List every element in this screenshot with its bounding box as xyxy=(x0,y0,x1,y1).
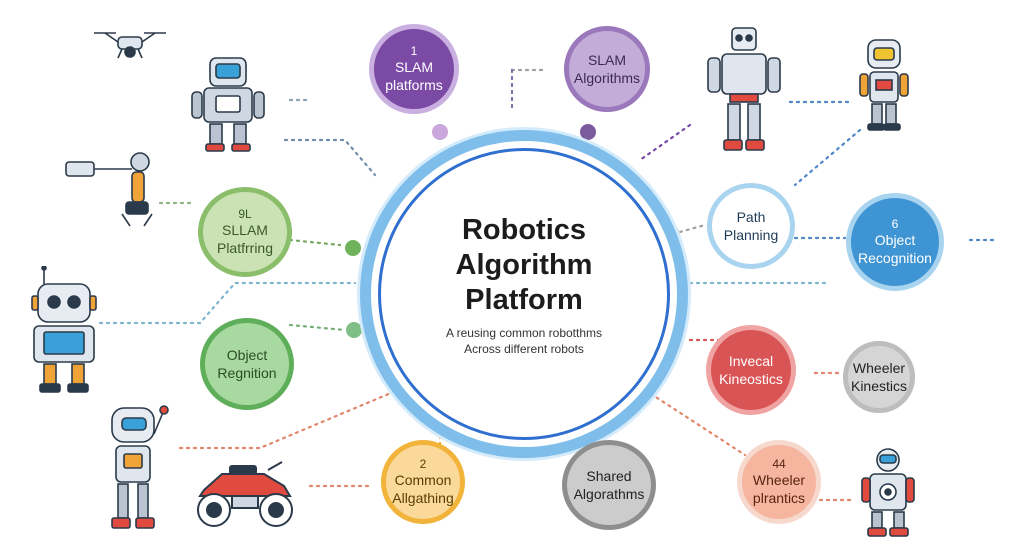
hub-inner-ring xyxy=(378,148,670,440)
node-label-line: Recognition xyxy=(858,250,932,266)
connector xyxy=(288,323,347,332)
node-label-line: Algorithms xyxy=(573,70,641,86)
atv-vehicle-icon xyxy=(197,461,293,527)
node-label-line: plrantics xyxy=(752,490,806,506)
hub-subtitle: A reusing common robotthms Across differ… xyxy=(411,325,637,357)
hub-title-line: Platform xyxy=(465,284,583,316)
central-hub: Robotics Algorithm Platform A reusing co… xyxy=(360,130,688,458)
antenna-robot-icon xyxy=(31,266,97,393)
connector xyxy=(288,238,342,247)
connector xyxy=(98,281,357,325)
connector xyxy=(678,223,707,234)
connector xyxy=(643,388,747,457)
node-label-line: Planning xyxy=(723,227,779,243)
node-label-line: Shared xyxy=(586,468,632,484)
node-label-line: Algorathms xyxy=(573,486,645,502)
small-head-robot-icon xyxy=(859,39,909,131)
node-label-line: SLAM xyxy=(394,59,434,75)
industrial-arm-icon xyxy=(65,152,153,227)
node-label-line: SLLAM xyxy=(222,222,268,238)
hub-title-line: Algorithm xyxy=(455,249,593,281)
boxy-blue-robot-icon xyxy=(191,57,265,152)
connector xyxy=(793,128,862,187)
connector xyxy=(638,123,692,162)
node-label-line: Object xyxy=(874,232,916,248)
connector xyxy=(178,383,412,450)
drone-icon xyxy=(94,32,166,59)
node-label-line: 1 xyxy=(410,44,418,58)
node-label-line: 44 xyxy=(772,457,786,471)
connector-nub xyxy=(345,240,361,256)
node-label-line: 9L xyxy=(238,207,252,221)
node-label-line: Regnition xyxy=(217,365,277,381)
node-label-line: Kineostics xyxy=(719,371,783,387)
node-label-line: platforms xyxy=(385,77,443,93)
wheeled-robot-icon xyxy=(861,448,915,537)
node-label-line: Object xyxy=(226,347,268,363)
hub-title-line: Robotics xyxy=(461,214,587,246)
node-label-line: SLAM xyxy=(587,52,627,68)
node-label-line: Common xyxy=(394,472,452,488)
connector-nub xyxy=(346,322,362,338)
connector xyxy=(283,138,377,177)
humanoid-robot-icon xyxy=(707,27,781,151)
node-label-line: Wheeler xyxy=(752,472,806,488)
node-label-line: 6 xyxy=(891,217,899,231)
connector-nub xyxy=(580,124,596,140)
node-label-line: Wheeler xyxy=(852,360,906,376)
hub-subtitle-line: A reusing common robotthms xyxy=(445,326,603,340)
node-label-line: Allgathing xyxy=(392,490,454,506)
hub-title: Robotics Algorithm Platform xyxy=(371,213,677,318)
node-slam-algorithms: SLAM Algorithms xyxy=(564,26,650,112)
waving-robot-icon xyxy=(111,405,169,529)
node-label-line: Path xyxy=(736,209,766,225)
node-label-line: Invecal xyxy=(728,353,774,369)
node-label-line: Platfrring xyxy=(216,240,274,256)
node-label-line: 2 xyxy=(419,457,427,471)
connector-nub xyxy=(432,124,448,140)
hub-subtitle-line: Across different robots xyxy=(464,342,584,356)
node-label-line: Kinestics xyxy=(850,378,908,394)
